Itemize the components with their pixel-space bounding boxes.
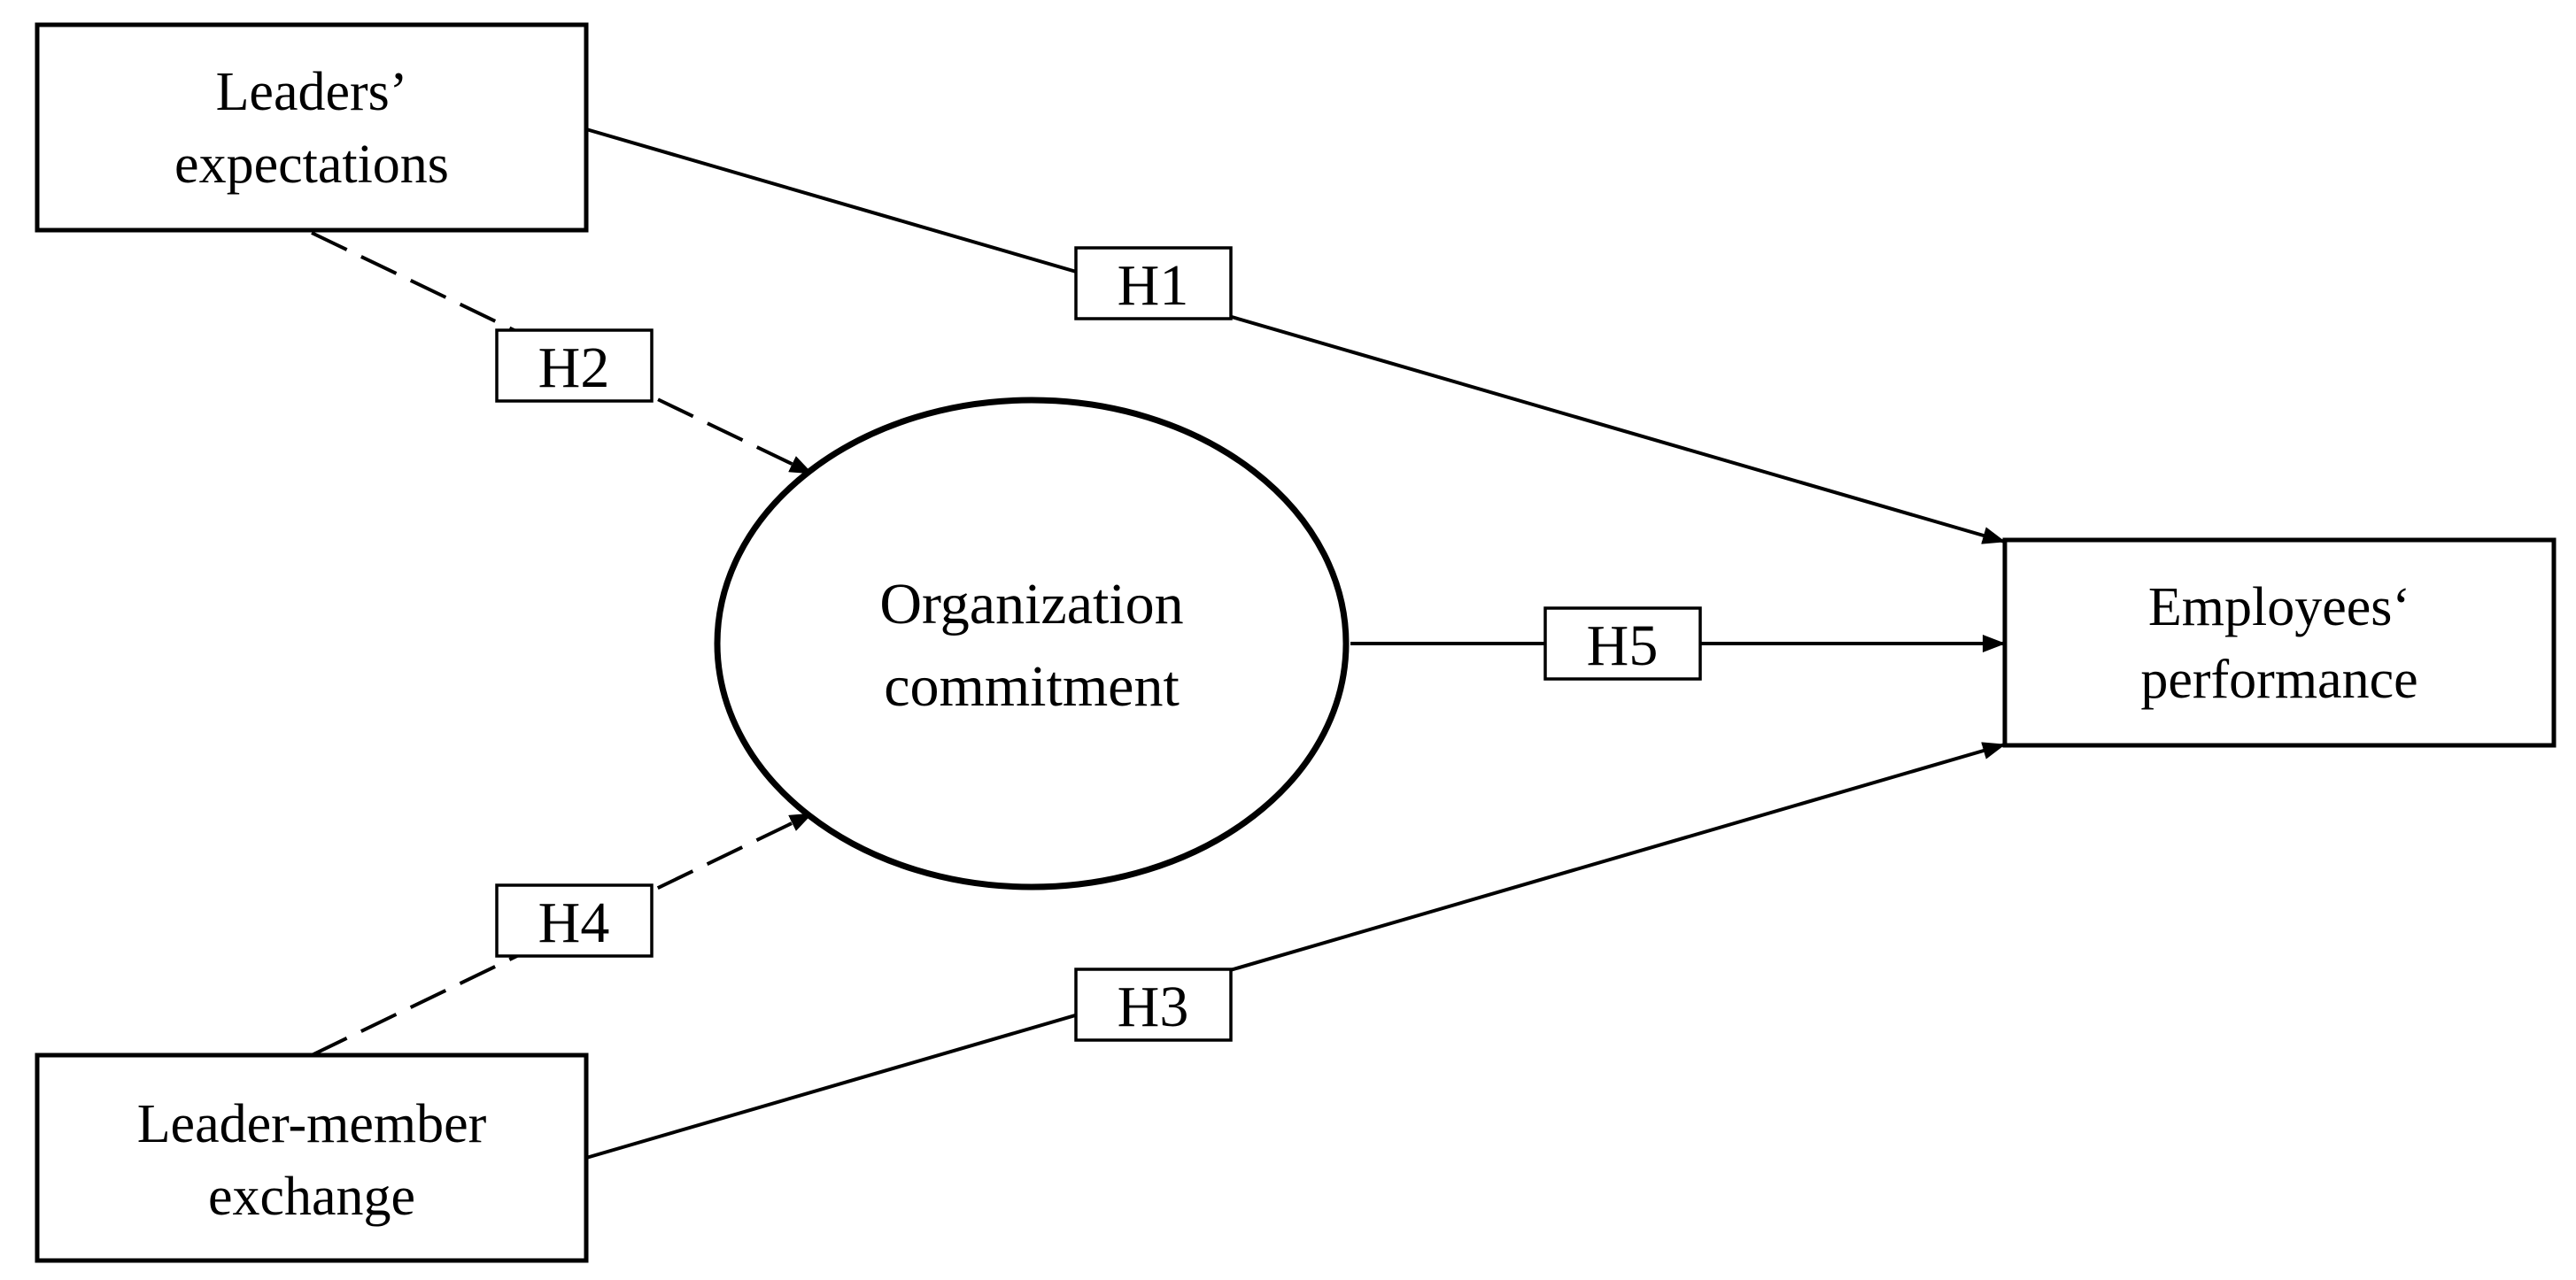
node-leader-member-exchange-line2: exchange [208, 1167, 415, 1227]
node-employees-performance: Employees‘ performance [2002, 537, 2557, 748]
hypothesis-label-h1: H1 [1074, 246, 1233, 320]
hypothesis-label-h3: H3 [1074, 968, 1233, 1042]
hypothesis-label-h1-text: H1 [1118, 253, 1189, 318]
node-leader-member-exchange-line1: Leader-member [137, 1094, 487, 1154]
hypothesis-label-h4: H4 [495, 883, 654, 958]
node-leaders-expectations: Leaders’ expectations [35, 22, 589, 233]
hypothesis-label-h2-text: H2 [538, 335, 610, 400]
node-leaders-expectations-line2: expectations [174, 135, 449, 195]
node-employees-performance-line1: Employees‘ [2148, 577, 2410, 637]
hypothesis-label-h4-text: H4 [538, 891, 610, 955]
hypothesis-label-h5: H5 [1543, 606, 1702, 681]
node-leader-member-exchange: Leader-member exchange [35, 1053, 589, 1263]
node-organization-commitment-line2: commitment [884, 654, 1180, 719]
hypothesis-label-h3-text: H3 [1118, 975, 1189, 1039]
hypothesis-label-h2: H2 [495, 328, 654, 403]
node-employees-performance-line2: performance [2140, 650, 2417, 710]
hypothesis-label-h5-text: H5 [1587, 613, 1659, 678]
node-organization-commitment-line1: Organization [879, 572, 1183, 636]
edge-h1 [585, 127, 2006, 544]
edge-h3 [585, 742, 2006, 1160]
node-leaders-expectations-line1: Leaders’ [216, 62, 408, 122]
node-organization-commitment: Organization commitment [714, 397, 1350, 891]
